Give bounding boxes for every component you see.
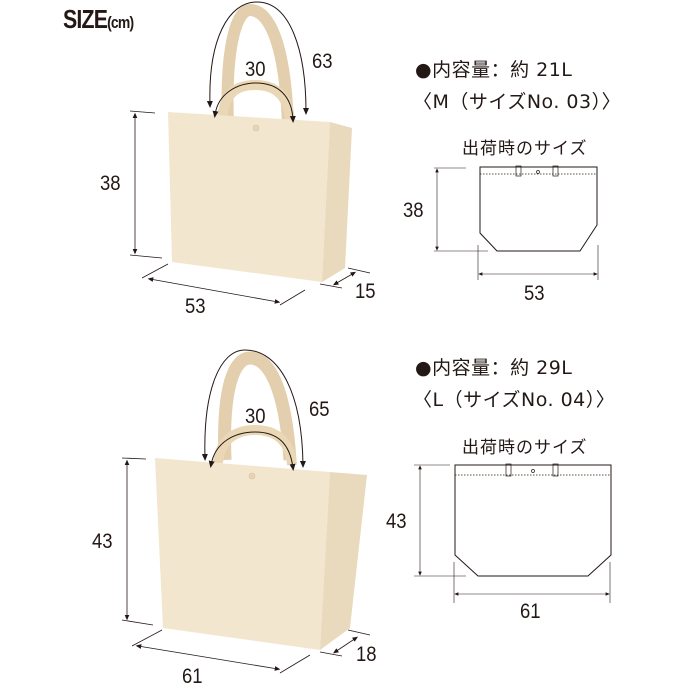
page-title: SIZE(cm) bbox=[63, 4, 134, 35]
m-size-label: 〈M（サイズNo. 03）〉 bbox=[413, 91, 622, 113]
m-handle-long-value: 63 bbox=[312, 50, 333, 73]
m-gusset-value: 15 bbox=[355, 280, 376, 303]
m-flat-height-value: 38 bbox=[403, 199, 424, 222]
bag-m-body bbox=[168, 112, 330, 282]
title-text: SIZE bbox=[63, 4, 108, 34]
l-handle-short-value: 30 bbox=[245, 405, 266, 428]
l-capacity: ●内容量：約 29L bbox=[415, 357, 573, 379]
m-width-value: 53 bbox=[185, 295, 206, 318]
title-unit: (cm) bbox=[107, 13, 134, 32]
bag-l-illustration bbox=[121, 349, 371, 674]
flat-diagram-l bbox=[414, 463, 612, 603]
l-handle-long-value: 65 bbox=[309, 398, 330, 421]
l-size-label: 〈L（サイズNo. 04）〉 bbox=[413, 389, 616, 411]
m-handle-short-value: 30 bbox=[245, 58, 266, 81]
l-gusset-value: 18 bbox=[356, 643, 377, 666]
bag-m-side bbox=[322, 122, 352, 282]
l-flat-width-value: 61 bbox=[520, 600, 541, 623]
l-flat-caption: 出荷時のサイズ bbox=[462, 438, 588, 458]
m-flat-caption: 出荷時のサイズ bbox=[462, 139, 588, 159]
flat-diagram-m bbox=[434, 165, 599, 280]
bag-m-long-handle bbox=[221, 3, 294, 126]
m-capacity: ●内容量：約 21L bbox=[415, 59, 573, 81]
l-height-value: 43 bbox=[92, 530, 113, 553]
m-flat-width-value: 53 bbox=[524, 282, 545, 305]
m-height-value: 38 bbox=[100, 172, 121, 195]
l-width-value: 61 bbox=[182, 665, 203, 688]
l-flat-height-value: 43 bbox=[386, 510, 407, 533]
